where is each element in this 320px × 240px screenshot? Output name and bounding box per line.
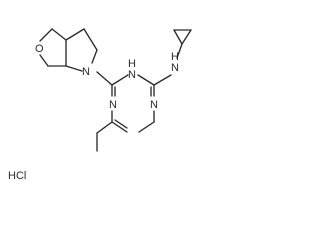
triazine-ring	[111, 74, 155, 133]
ring-nitrogen-label: N	[82, 66, 90, 78]
bond	[83, 28, 98, 51]
bond	[138, 121, 155, 133]
bond	[137, 74, 155, 86]
bond	[111, 74, 129, 86]
cyclopropyl-ring	[173, 29, 192, 45]
bond	[39, 28, 53, 42]
bond	[65, 65, 83, 72]
bond	[39, 54, 49, 67]
triazine-nitrogen-right-label: N	[150, 99, 158, 111]
chemical-structure-diagram: O N N H N N N H HCl	[8, 28, 192, 182]
bond	[51, 28, 67, 41]
oxygen-label: O	[35, 43, 44, 55]
bond	[96, 71, 113, 86]
bond	[114, 119, 128, 129]
bond	[91, 49, 98, 64]
molecule-drawing: O N N H N N N H HCl	[8, 28, 192, 182]
salt-label: HCl	[8, 170, 26, 182]
bond	[65, 28, 85, 41]
bond	[111, 121, 128, 133]
bond	[173, 29, 183, 45]
triazine-nitrogen-top-hydrogen-label: H	[128, 58, 136, 70]
triazine-nitrogen-top-label: N	[128, 69, 136, 81]
bond	[176, 43, 183, 59]
bond	[153, 74, 172, 86]
bond	[96, 121, 113, 134]
amine-hydrogen-label: H	[171, 51, 179, 63]
amine-nitrogen-label: N	[171, 62, 179, 74]
bicyclic-ring	[39, 28, 98, 72]
bond	[181, 29, 192, 45]
triazine-nitrogen-left-label: N	[109, 99, 117, 111]
